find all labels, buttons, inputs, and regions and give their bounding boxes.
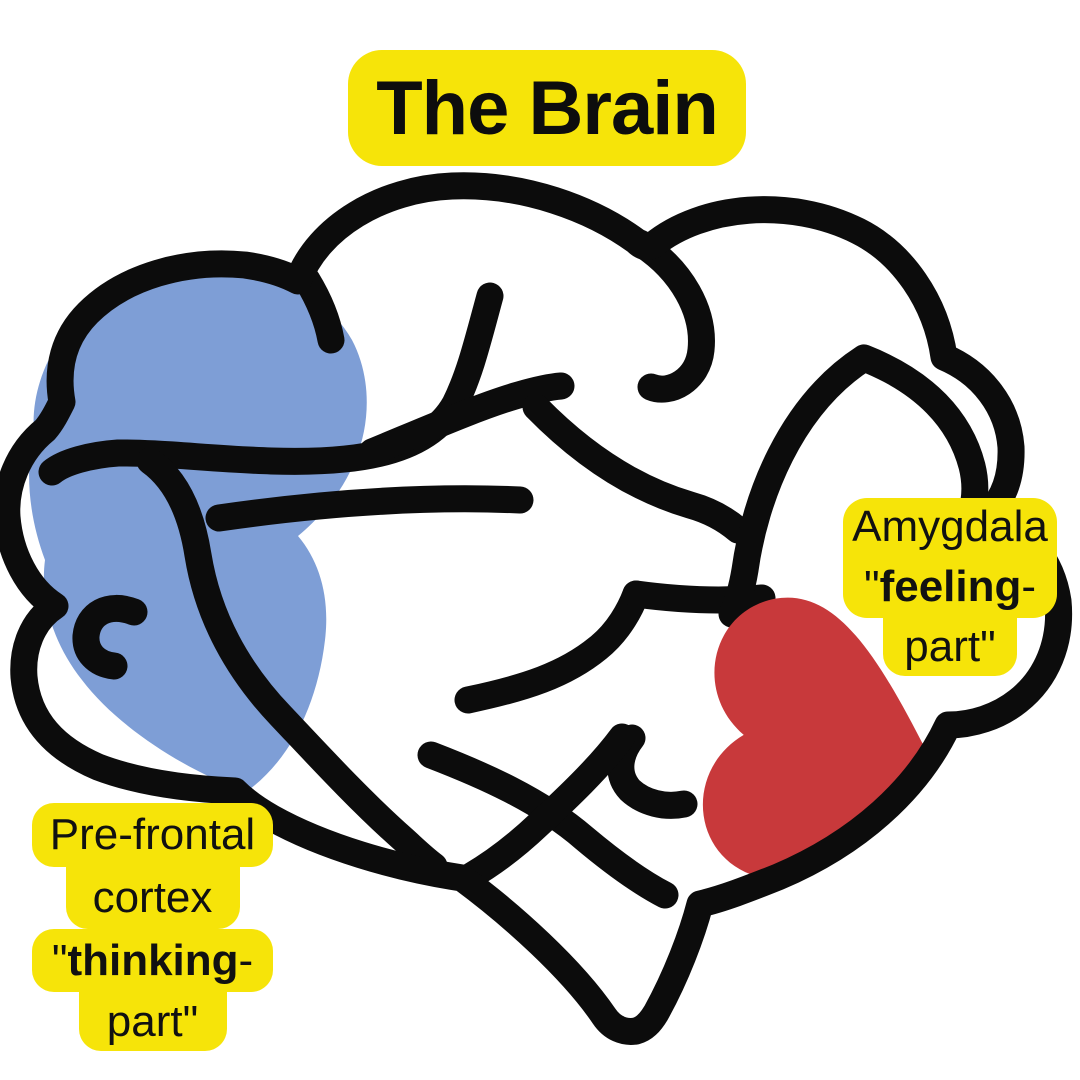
prefrontal-label: Pre-frontal cortex "thinking- part": [32, 803, 273, 1051]
brain-fold-line: [358, 372, 575, 466]
brain-fold-line: [626, 229, 715, 403]
amygdala-label-last-line: part": [883, 618, 1017, 676]
brain-fold-line: [38, 282, 504, 486]
prefrontal-label-name-line2: cortex: [65, 867, 240, 929]
brain-fold-line: [72, 594, 148, 680]
amygdala-label-name: Amygdala: [852, 502, 1048, 551]
page-title: The Brain: [376, 65, 718, 151]
amygdala-label-slab: Amygdala "feeling-: [843, 498, 1057, 618]
brain-fold-line: [205, 485, 534, 532]
brain-fold-line: [522, 393, 752, 544]
prefrontal-label-name-line1: Pre-frontal: [32, 803, 273, 867]
amygdala-label-keyword-line: "feeling-: [863, 562, 1037, 611]
prefrontal-label-keyword-line: "thinking-: [32, 929, 273, 992]
brain-outline: [0, 172, 1073, 1045]
brain-fold-line: [417, 741, 679, 909]
amygdala-label: Amygdala "feeling- part": [843, 498, 1057, 676]
title-badge: The Brain: [348, 50, 746, 166]
brain-fold-line: [718, 344, 989, 628]
brain-fold-line: [454, 580, 650, 714]
brain-fold-line: [136, 447, 448, 880]
prefrontal-label-last-line: part": [78, 992, 227, 1051]
brain-fold-lines: [38, 229, 989, 909]
brain-fold-line: [457, 723, 636, 890]
